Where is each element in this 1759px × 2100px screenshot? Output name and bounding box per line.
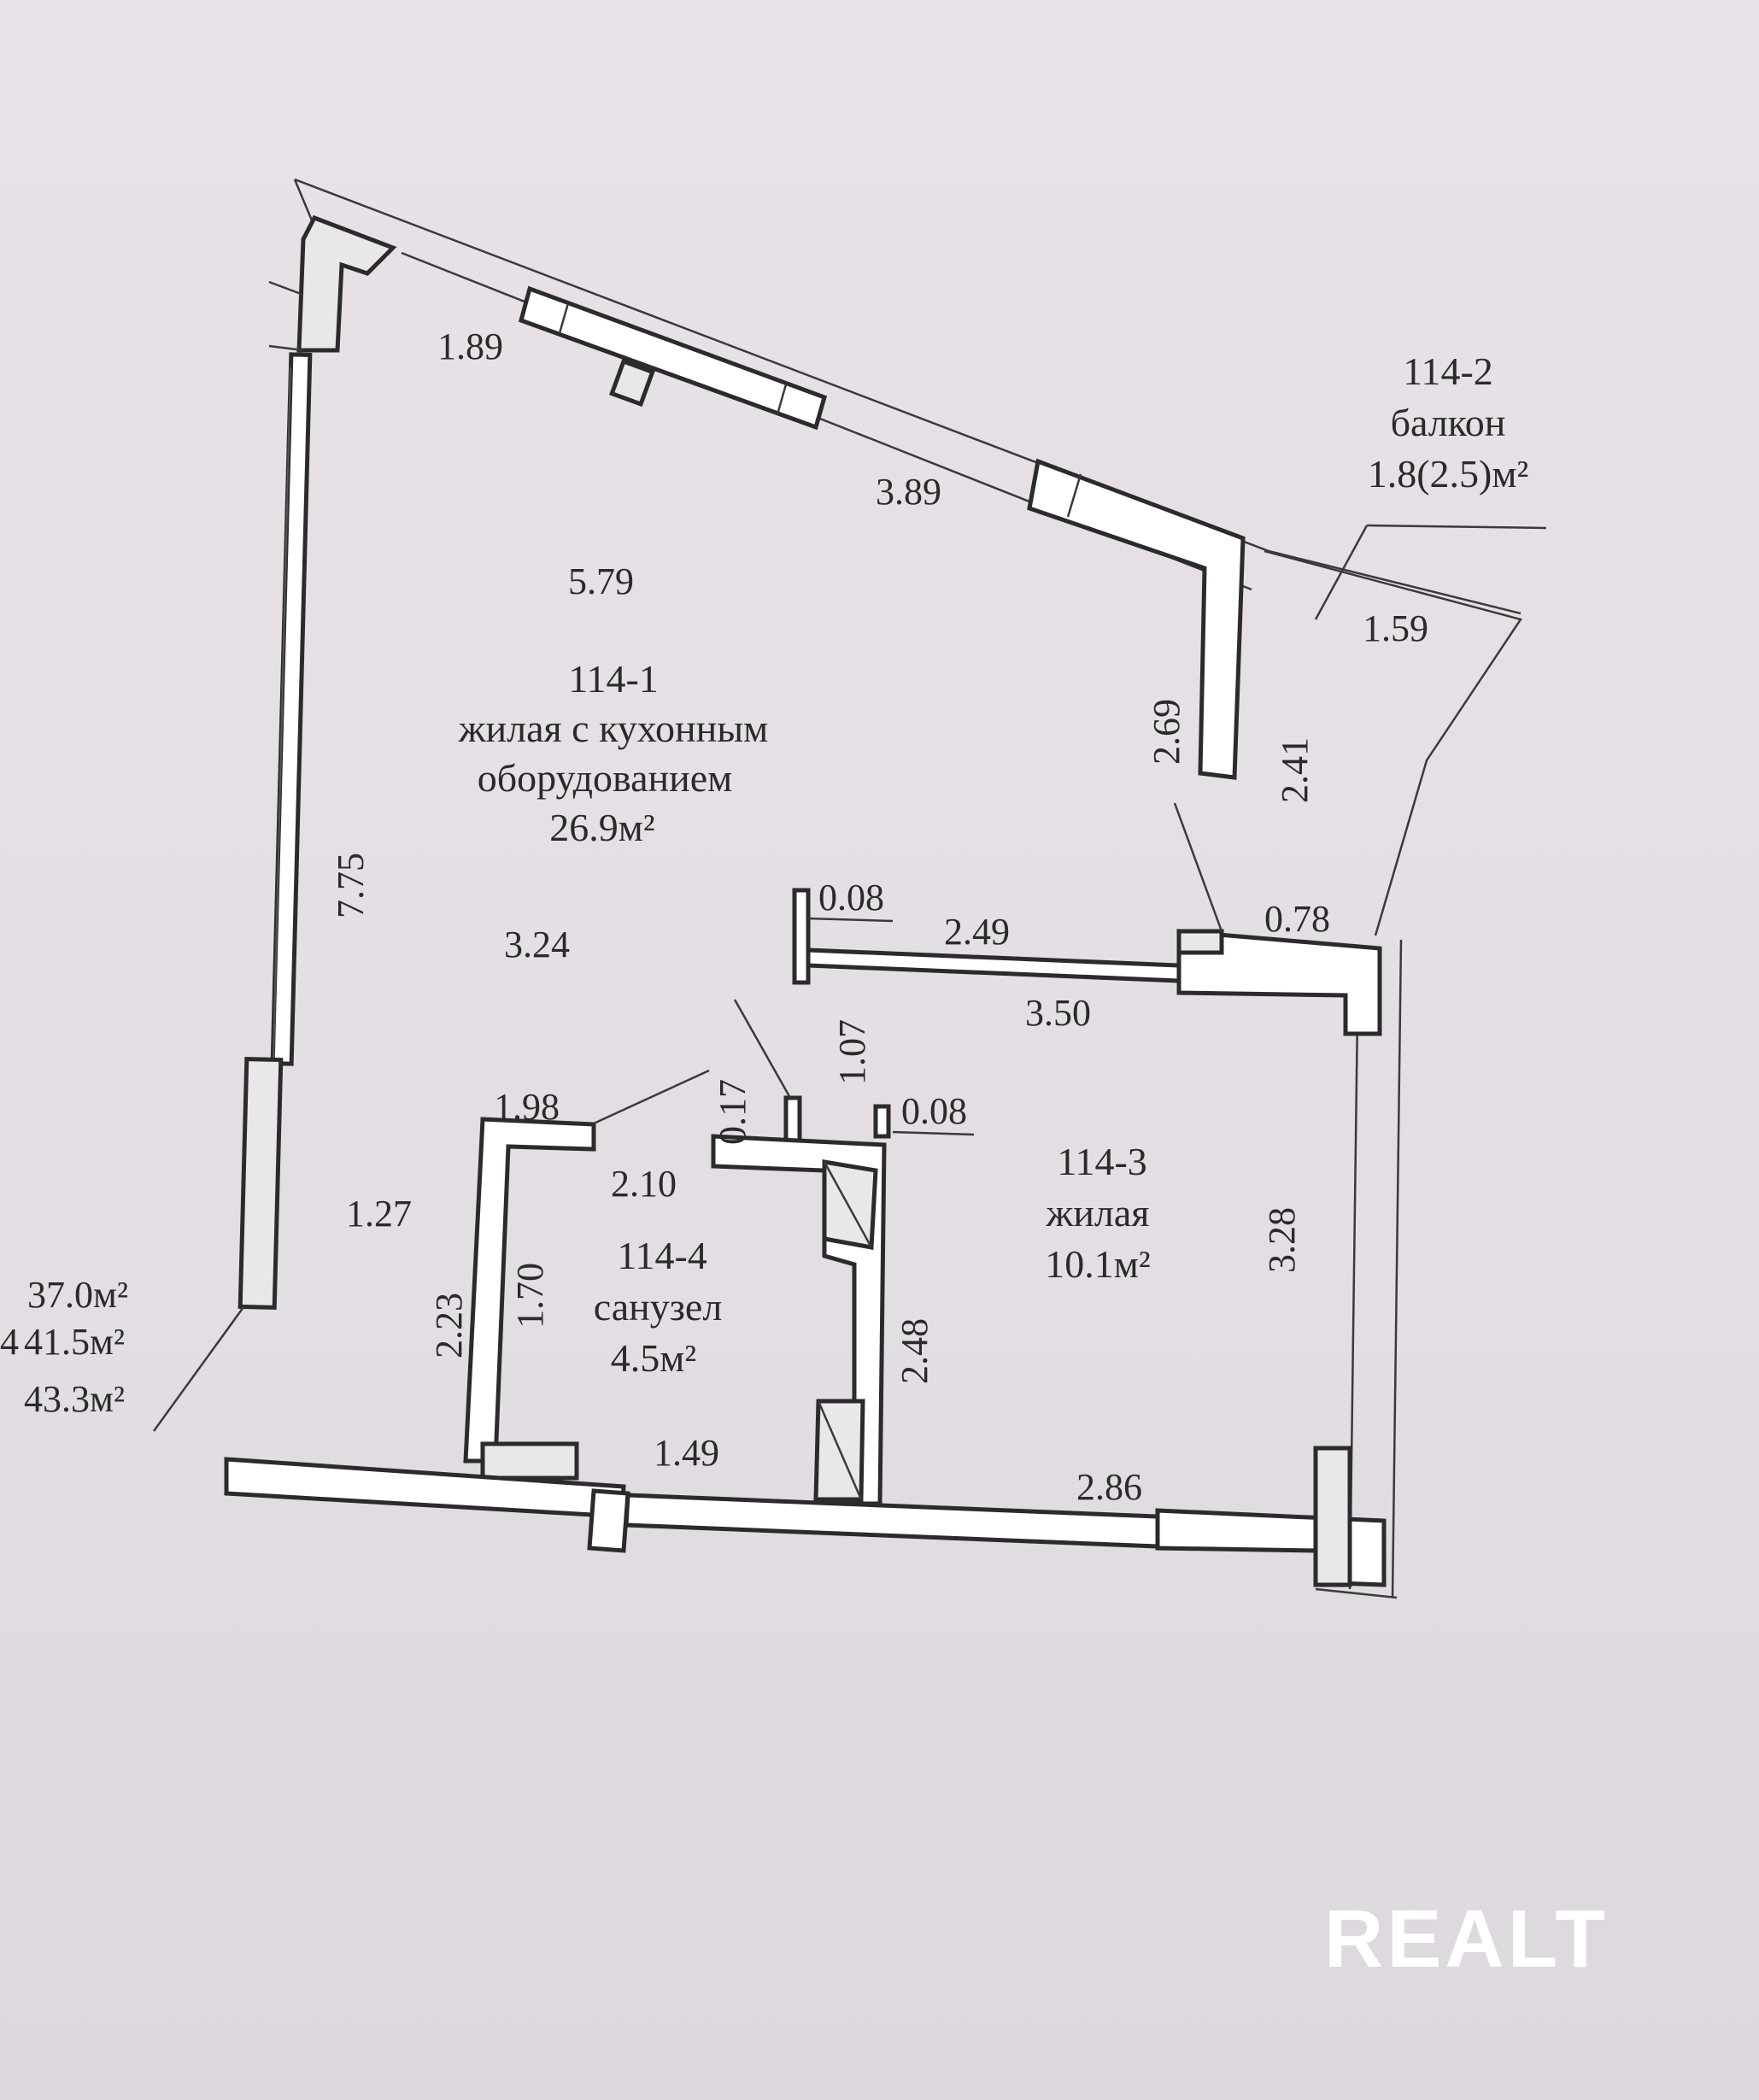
dim-1-49: 1.49 (654, 1432, 719, 1474)
middle-walls (792, 802, 1382, 1036)
dim-3-89: 3.89 (876, 471, 941, 513)
room-labels: 114-2 балкон 1.8(2.5)м² 114-1 жилая с ку… (458, 349, 1529, 1380)
dim-5-79: 5.79 (568, 560, 634, 602)
dim-2-23: 2.23 (428, 1293, 470, 1358)
total-area-prefix: 4 (0, 1321, 19, 1363)
room-114-1-name-line1: жилая с кухонным (458, 707, 769, 750)
total-area-2: 41.5м² (24, 1321, 125, 1363)
room-114-1-name-line2: оборудованием (478, 756, 733, 800)
dimension-labels: 1.89 3.89 5.79 1.59 2.69 2.41 7.75 3.24 … (330, 326, 1428, 1508)
dim-1-27: 1.27 (346, 1193, 412, 1235)
total-areas: 37.0м² 4 41.5м² 43.3м² (0, 1274, 128, 1420)
bathroom-walls (463, 1095, 891, 1506)
dim-3-50: 3.50 (1025, 992, 1091, 1034)
dim-2-10: 2.10 (611, 1163, 677, 1205)
room-114-4-code: 114-4 (617, 1234, 707, 1277)
dim-0-08-top: 0.08 (818, 877, 884, 918)
room-114-3-code: 114-3 (1057, 1140, 1147, 1183)
dim-0-08-mid: 0.08 (901, 1090, 967, 1132)
dim-3-28: 3.28 (1261, 1207, 1303, 1273)
dim-7-75: 7.75 (330, 853, 372, 918)
dim-3-24: 3.24 (504, 924, 570, 965)
room-114-1-area: 26.9м² (549, 806, 654, 849)
left-window (237, 352, 313, 1311)
room-114-1-code: 114-1 (568, 657, 659, 701)
room-114-4-name: санузел (594, 1285, 723, 1329)
dim-2-41: 2.41 (1274, 737, 1316, 803)
room-114-3-area: 10.1м² (1045, 1242, 1150, 1286)
total-area-3: 43.3м² (24, 1378, 125, 1420)
dim-2-48: 2.48 (894, 1318, 935, 1384)
dim-2-69: 2.69 (1146, 699, 1187, 765)
dim-1-70: 1.70 (509, 1263, 551, 1329)
dim-2-86: 2.86 (1076, 1466, 1142, 1508)
room-114-4-area: 4.5м² (611, 1336, 696, 1380)
dim-2-49: 2.49 (944, 911, 1010, 953)
room-114-2-area: 1.8(2.5)м² (1368, 452, 1529, 496)
top-left-walls (268, 214, 397, 353)
room-114-2-code: 114-2 (1403, 349, 1493, 393)
realt-logo-watermark: REALT (1324, 1893, 1609, 1985)
room-114-3-name: жилая (1046, 1191, 1150, 1235)
bottom-walls (224, 1446, 1398, 1599)
leader-lines (152, 524, 1547, 1432)
dim-1-98: 1.98 (494, 1086, 560, 1128)
room-114-2-name: балкон (1391, 401, 1506, 444)
total-area-1: 37.0м² (27, 1274, 128, 1316)
top-walls (518, 285, 1246, 780)
dim-1-59: 1.59 (1363, 607, 1428, 649)
dim-0-17: 0.17 (712, 1079, 753, 1145)
dim-0-78: 0.78 (1264, 898, 1330, 940)
dim-1-07: 1.07 (831, 1019, 873, 1085)
dim-1-89: 1.89 (437, 326, 503, 367)
